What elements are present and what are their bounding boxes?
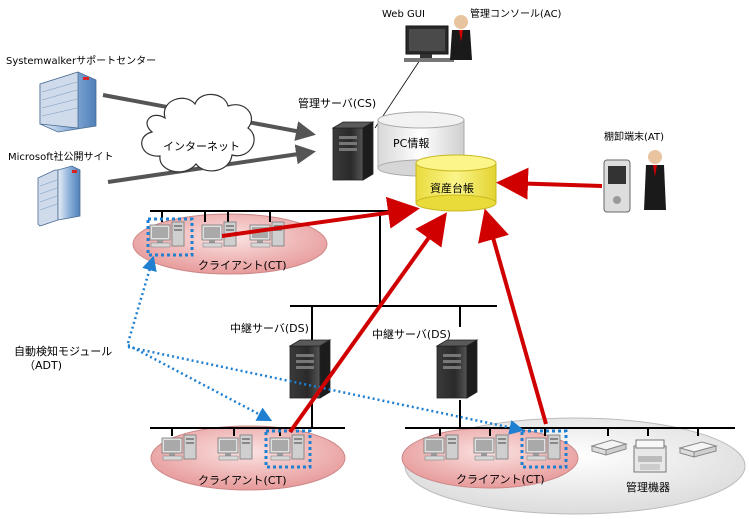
adt-box-top <box>146 217 194 257</box>
client-pc-bottom-left-3 <box>269 434 305 461</box>
admin-console-icon <box>404 15 472 62</box>
web-gui-label: Web GUI <box>382 9 425 20</box>
relay-server-right-icon <box>436 339 478 399</box>
microsoft-building-icon <box>37 165 81 227</box>
printer-icon <box>633 439 667 473</box>
adt-label-line1: 自動検知モジュール <box>14 344 112 358</box>
network-device-icon <box>590 439 628 456</box>
admin-console-label: 管理コンソール(AC) <box>470 7 562 20</box>
client-top-label: クライアント(CT) <box>198 259 287 272</box>
adt-label-line2: （ADT) <box>24 359 62 372</box>
client-pc-top-1 <box>149 221 185 248</box>
support-center-building-icon <box>39 71 97 133</box>
relay-server-left-label: 中継サーバ(DS) <box>230 321 309 335</box>
client-pc-bottom-left-1 <box>161 434 197 461</box>
adt-box-bottom-left <box>264 429 312 469</box>
adt-arrows <box>126 255 525 435</box>
client-pc-bottom-right-2 <box>473 434 509 461</box>
internet-cloud: インターネット <box>141 93 255 173</box>
internet-label: インターネット <box>163 140 240 153</box>
client-pc-bottom-left-2 <box>217 434 253 461</box>
router-icon <box>678 441 718 458</box>
inventory-terminal-label: 棚卸端末(AT) <box>604 130 664 143</box>
management-server-icon <box>332 121 374 181</box>
pc-info-label: PC情報 <box>393 137 429 150</box>
client-bottom-right-label: クライアント(CT) <box>456 473 545 486</box>
client-pc-bottom-right-3 <box>525 434 561 461</box>
support-center-label: Systemwalkerサポートセンター <box>6 55 156 67</box>
relay-server-right-label: 中継サーバ(DS) <box>372 327 451 341</box>
client-pc-bottom-right-1 <box>423 434 459 461</box>
inventory-terminal-icon <box>603 150 666 213</box>
asset-ledger-db-icon: 資産台帳 <box>415 154 497 212</box>
ledger-arrows <box>221 167 603 434</box>
client-pc-top-3 <box>249 221 285 248</box>
network-lines <box>150 210 735 436</box>
client-bottom-left-label: クライアント(CT) <box>198 474 287 487</box>
adt-box-bottom-right <box>520 429 568 469</box>
asset-ledger-label: 資産台帳 <box>430 181 474 195</box>
microsoft-site-label: Microsoft社公開サイト <box>8 150 114 163</box>
management-server-label: 管理サーバ(CS) <box>298 96 376 110</box>
managed-devices-label: 管理機器 <box>626 480 670 494</box>
